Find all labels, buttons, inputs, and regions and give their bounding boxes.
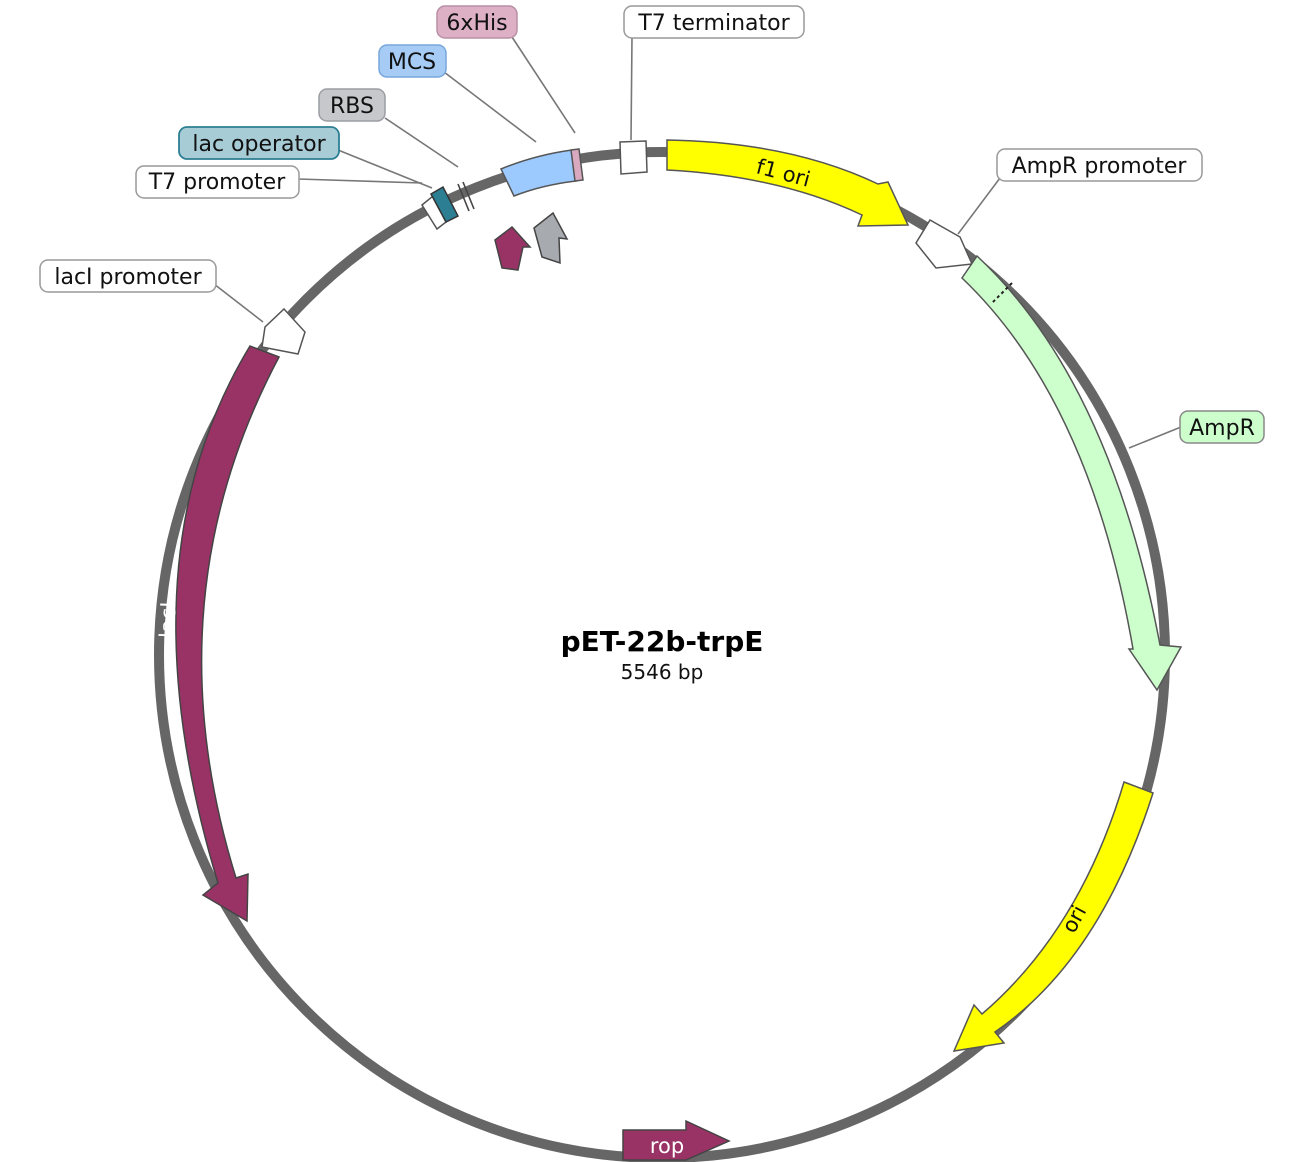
label-mcs-text: MCS (388, 50, 436, 75)
label-rbs-text: RBS (330, 94, 374, 119)
label-laci-promoter[interactable]: lacI promoter (39, 259, 217, 293)
label-ampr[interactable]: AmpR (1179, 410, 1265, 444)
inner-orf-gray-arrow[interactable] (533, 211, 569, 265)
label-connectors (213, 36, 1182, 449)
label-lac-operator-text: lac operator (192, 132, 326, 157)
mcs-feature[interactable] (499, 149, 577, 197)
ampr-feature[interactable] (961, 254, 1183, 692)
ampr-signal-divider (991, 282, 1013, 304)
label-t7-terminator-text: T7 terminator (637, 11, 790, 36)
plasmid-size: 5546 bp (621, 660, 704, 684)
label-t7-terminator[interactable]: T7 terminator (623, 5, 805, 39)
ampr-promoter-feature[interactable] (915, 218, 974, 269)
plasmid-name: pET-22b-trpE (561, 625, 764, 658)
laci-feature[interactable] (175, 345, 281, 923)
label-6xhis[interactable]: 6xHis (436, 5, 518, 39)
label-rbs[interactable]: RBS (318, 88, 386, 122)
inner-orf-purple-arrow[interactable] (494, 225, 532, 271)
laci-label: lacI (155, 601, 180, 638)
lac-operator-feature[interactable] (429, 185, 460, 223)
rop-label: rop (650, 1134, 684, 1158)
label-t7-promoter[interactable]: T7 promoter (135, 165, 300, 199)
label-ampr-text: AmpR (1189, 416, 1255, 441)
label-laci-promoter-text: lacI promoter (54, 265, 202, 290)
ori-feature[interactable] (952, 781, 1154, 1052)
label-lac-operator[interactable]: lac operator (178, 126, 340, 160)
label-mcs[interactable]: MCS (378, 44, 447, 78)
rbs-feature[interactable] (457, 181, 475, 212)
label-ampr-promoter-text: AmpR promoter (1012, 154, 1188, 179)
t7-terminator-feature[interactable] (619, 140, 648, 175)
label-6xhis-text: 6xHis (446, 11, 507, 36)
label-ampr-promoter[interactable]: AmpR promoter (996, 148, 1203, 182)
laci-promoter-feature[interactable] (261, 307, 306, 355)
rop-feature[interactable] (622, 1119, 731, 1161)
his6-feature[interactable] (570, 148, 584, 182)
f1-ori-feature[interactable] (666, 139, 910, 227)
label-t7-promoter-text: T7 promoter (148, 170, 286, 195)
